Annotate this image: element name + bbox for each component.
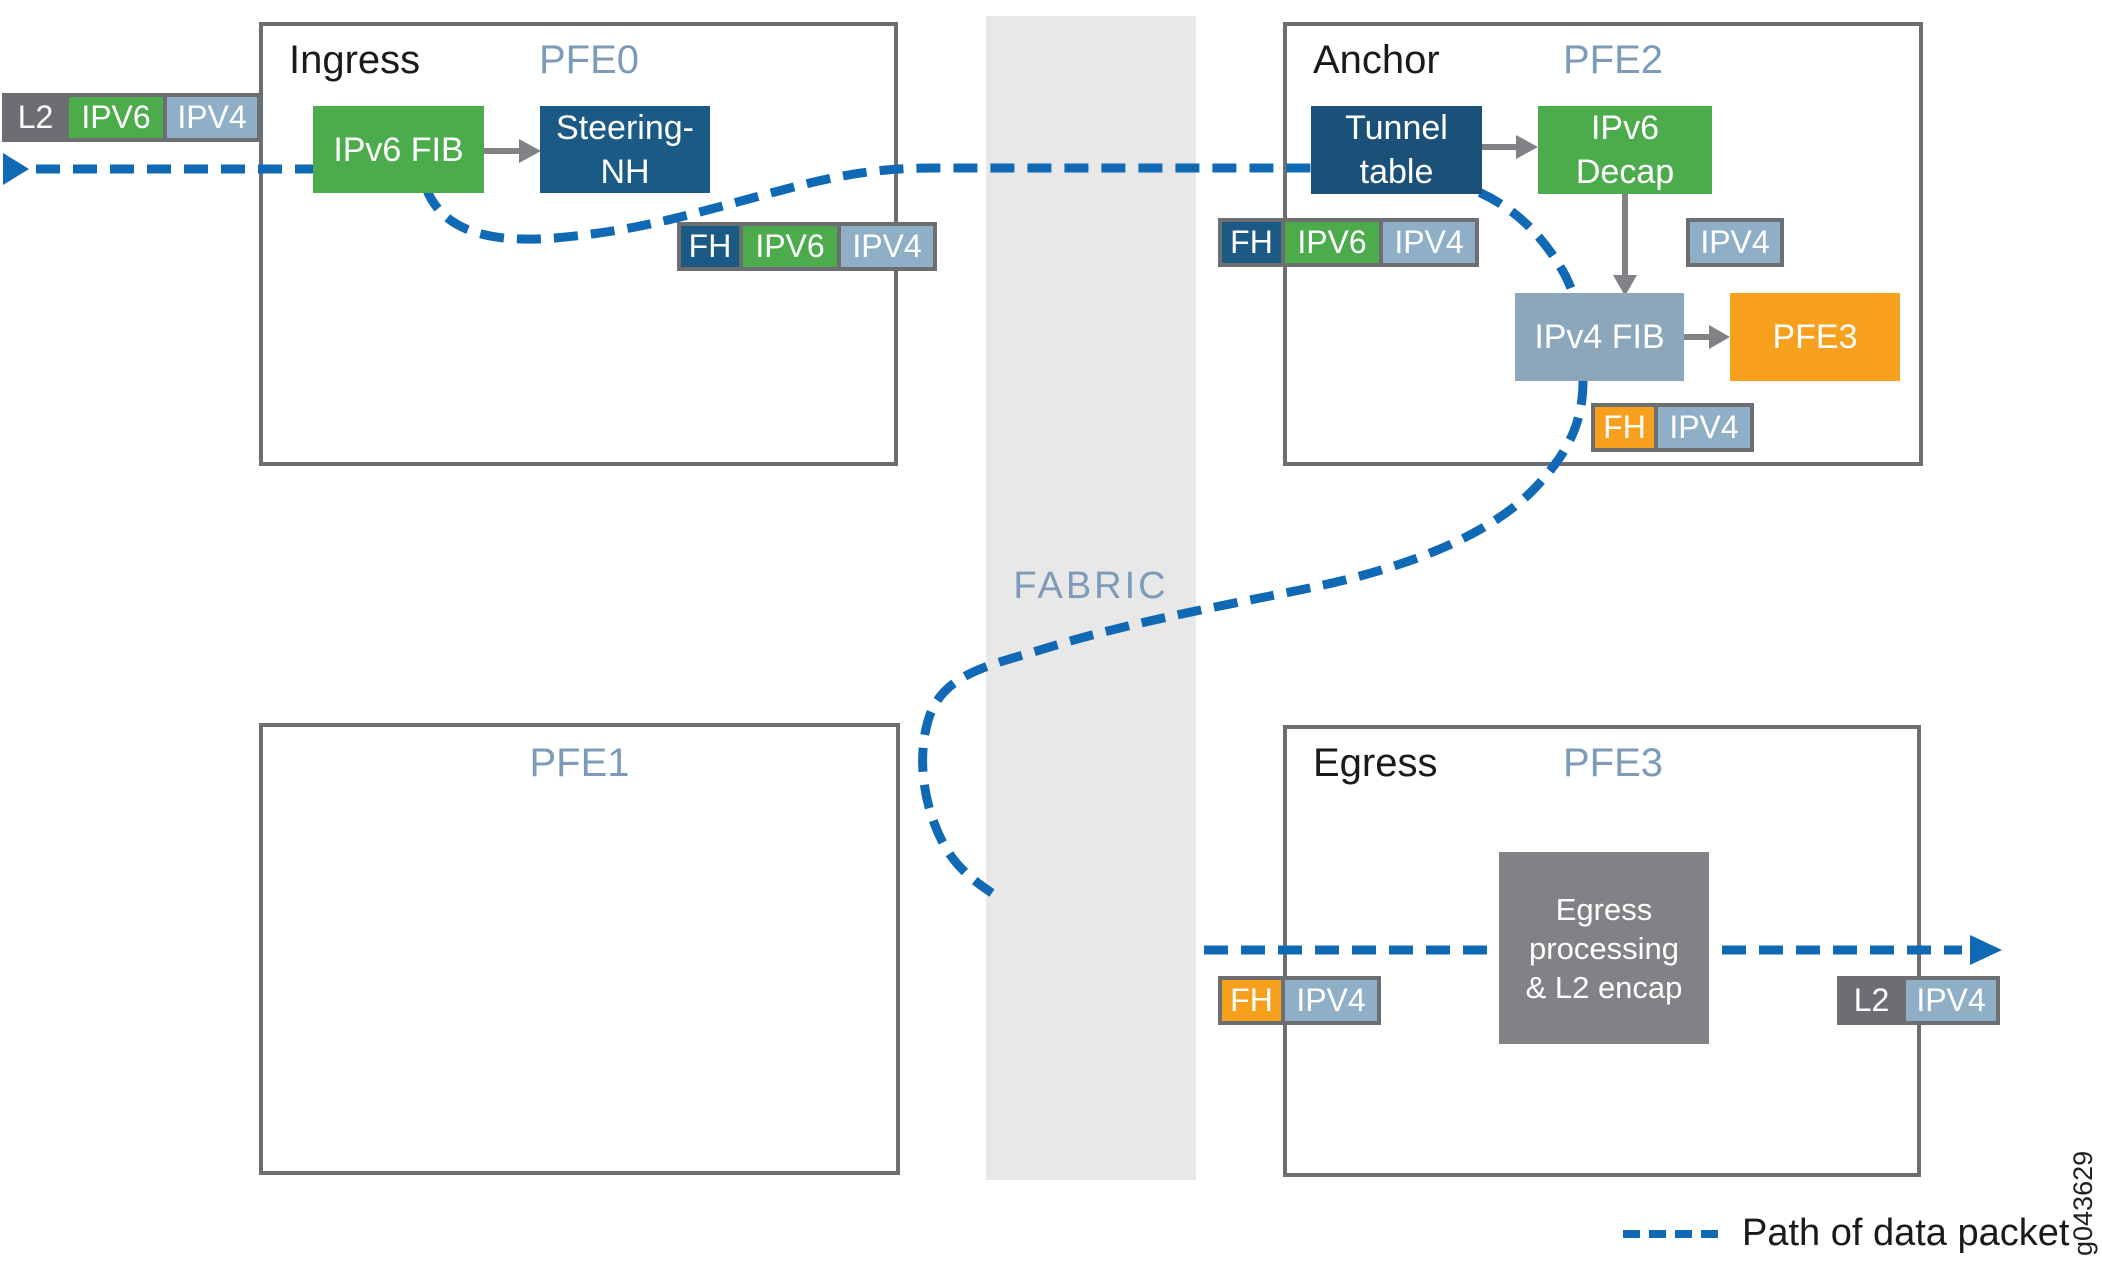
figure-id-watermark: g043629	[2068, 1150, 2098, 1256]
node-ipv6-fib-label: IPv6 FIB	[333, 130, 464, 169]
ingress-title: Ingress	[289, 38, 421, 82]
node-egressproc-line2: processing	[1529, 930, 1679, 966]
node-egressproc-line3: & L2 encap	[1525, 969, 1683, 1005]
anchor-title: Anchor	[1313, 38, 1440, 82]
packet-label-anchor-out: FH IPV4	[1591, 403, 1754, 452]
pfe3-label: PFE3	[1563, 741, 1664, 785]
chip-ipv4: IPV4	[1690, 222, 1780, 263]
chip-fh: FH	[1595, 407, 1654, 448]
legend-label: Path of data packet	[1742, 1212, 2070, 1254]
chip-ipv6: IPV6	[743, 226, 837, 267]
packet-label-anchor-in: FH IPV6 IPV4	[1218, 218, 1479, 267]
node-egressproc-line1: Egress	[1555, 891, 1653, 927]
chip-ipv4: IPV4	[167, 97, 257, 138]
node-ipv4-fib-label: IPv4 FIB	[1534, 318, 1665, 356]
chip-ipv4: IPV4	[841, 226, 933, 267]
pfe2-label: PFE2	[1563, 38, 1664, 82]
node-ipv4-fib: IPv4 FIB	[1515, 293, 1684, 381]
chip-ipv4: IPV4	[1906, 980, 1996, 1021]
node-ipv6-fib: IPv6 FIB	[313, 106, 484, 193]
chip-ipv4: IPV4	[1383, 222, 1475, 263]
egress-title: Egress	[1313, 741, 1438, 785]
node-pfe3: PFE3	[1730, 293, 1900, 381]
node-tunnel-table: Tunnel table	[1311, 106, 1482, 194]
pfe0-label: PFE0	[539, 38, 640, 82]
node-ipv6-decap: IPv6 Decap	[1538, 106, 1712, 194]
chip-ipv4: IPV4	[1285, 980, 1377, 1021]
chip-fh: FH	[1222, 980, 1281, 1021]
packet-label-egress-in: FH IPV4	[1218, 976, 1381, 1025]
packet-label-pfe0-out: FH IPV6 IPV4	[677, 222, 937, 271]
packet-entry-arrowhead-icon	[3, 153, 29, 185]
chip-fh: FH	[1222, 222, 1281, 263]
node-tunnel-line1: Tunnel	[1345, 109, 1448, 147]
chip-ipv6: IPV6	[1285, 222, 1379, 263]
node-decap-line1: IPv6	[1590, 109, 1660, 147]
node-decap-line2: Decap	[1575, 153, 1675, 191]
pfe1-label: PFE1	[529, 741, 630, 785]
packet-label-egress-out: L2 IPV4	[1837, 976, 2000, 1025]
fabric-label: FABRIC	[1013, 565, 1169, 607]
packet-label-decap-out: IPV4	[1686, 218, 1784, 267]
pfe1-box: PFE1	[259, 723, 900, 1175]
packet-exit-arrowhead-icon	[1970, 935, 2002, 965]
chip-fh: FH	[681, 226, 739, 267]
node-egress-processing: Egress processing & L2 encap	[1499, 852, 1709, 1044]
packet-label-ingress-in: L2 IPV6 IPV4	[2, 93, 261, 142]
node-pfe3-label: PFE3	[1772, 318, 1858, 356]
chip-l2: L2	[1841, 980, 1902, 1021]
node-steering-nh: Steering- NH	[540, 106, 710, 193]
chip-ipv6: IPV6	[69, 97, 163, 138]
fabric-region: FABRIC	[986, 16, 1196, 1180]
node-steering-line2: NH	[600, 152, 650, 191]
chip-ipv4: IPV4	[1658, 407, 1750, 448]
chip-l2: L2	[6, 97, 65, 138]
node-steering-line1: Steering-	[556, 108, 694, 147]
node-tunnel-line2: table	[1359, 153, 1434, 191]
